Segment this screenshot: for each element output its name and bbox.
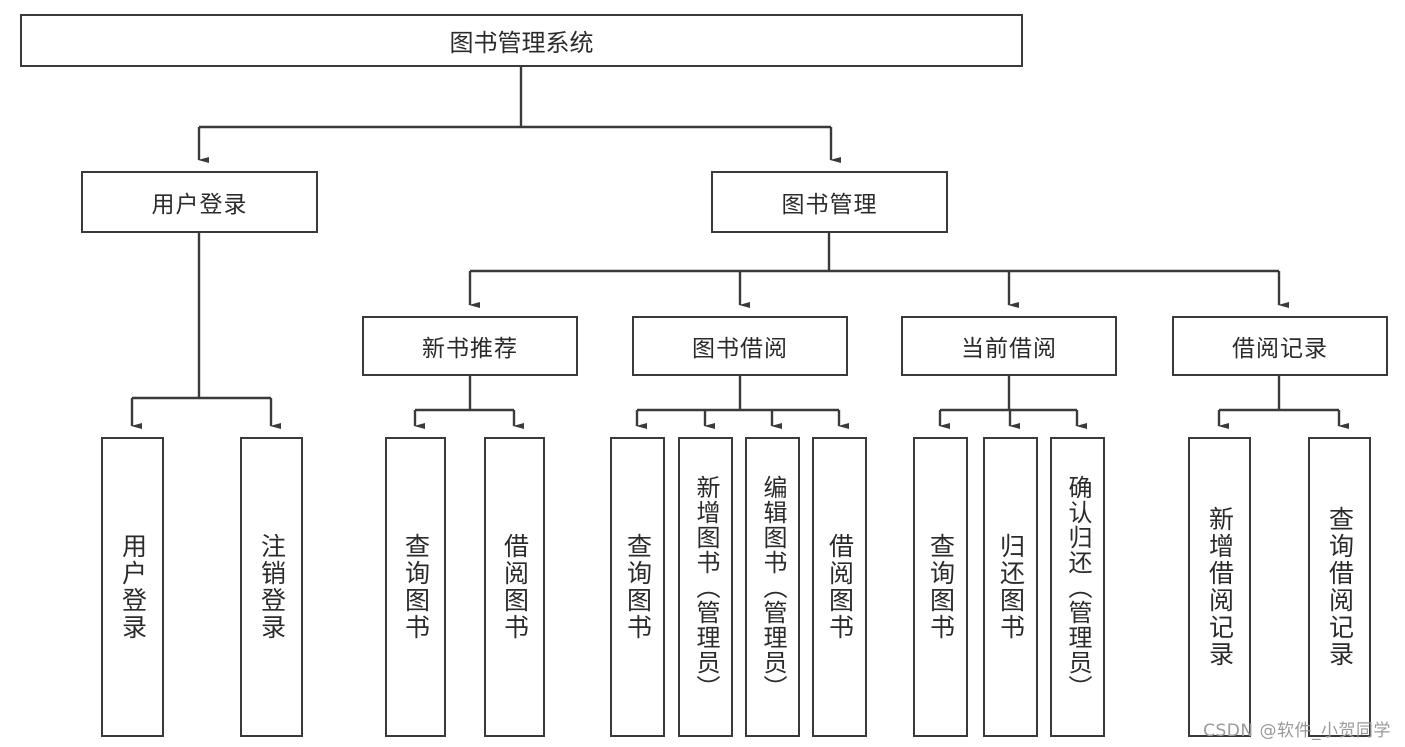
node-root-system[interactable]: 图书管理系统: [20, 14, 1023, 67]
node-new-book-recommend[interactable]: 新书推荐: [362, 316, 578, 376]
leaf-label: 新增借阅记录: [1205, 506, 1235, 668]
leaf-node[interactable]: 编辑图书（管理员）: [745, 437, 800, 737]
leaf-label: 用户登录: [118, 533, 148, 641]
leaf-label: 查询借阅记录: [1325, 506, 1355, 668]
leaf-label: 借阅图书: [825, 533, 855, 641]
leaf-label: 注销登录: [257, 533, 287, 641]
leaf-label: 查询图书: [926, 533, 956, 641]
leaf-node[interactable]: 查询借阅记录: [1308, 437, 1371, 737]
leaf-node[interactable]: 查询图书: [610, 437, 665, 737]
leaf-label: 确认归还（管理员）: [1063, 474, 1092, 700]
leaf-label: 编辑图书（管理员）: [758, 474, 787, 700]
leaf-node[interactable]: 新增借阅记录: [1188, 437, 1251, 737]
leaf-label: 借阅图书: [500, 533, 530, 641]
node-book-borrow[interactable]: 图书借阅: [632, 316, 848, 376]
leaf-node[interactable]: 归还图书: [983, 437, 1038, 737]
leaf-label: 新增图书（管理员）: [691, 474, 720, 700]
leaf-node[interactable]: 确认归还（管理员）: [1050, 437, 1105, 737]
node-borrow-record[interactable]: 借阅记录: [1172, 316, 1388, 376]
leaf-node[interactable]: 借阅图书: [812, 437, 867, 737]
watermark-text: CSDN @软件_小贺同学: [1203, 721, 1391, 741]
leaf-node[interactable]: 用户登录: [101, 437, 164, 737]
leaf-node[interactable]: 借阅图书: [484, 437, 545, 737]
node-current-borrow[interactable]: 当前借阅: [901, 316, 1117, 376]
node-book-management[interactable]: 图书管理: [711, 171, 948, 233]
leaf-node[interactable]: 查询图书: [385, 437, 446, 737]
leaf-node[interactable]: 注销登录: [240, 437, 303, 737]
leaf-label: 归还图书: [996, 533, 1026, 641]
leaf-node[interactable]: 查询图书: [913, 437, 968, 737]
leaf-label: 查询图书: [401, 533, 431, 641]
leaf-label: 查询图书: [623, 533, 653, 641]
node-user-login[interactable]: 用户登录: [81, 171, 318, 233]
leaf-node[interactable]: 新增图书（管理员）: [678, 437, 733, 737]
